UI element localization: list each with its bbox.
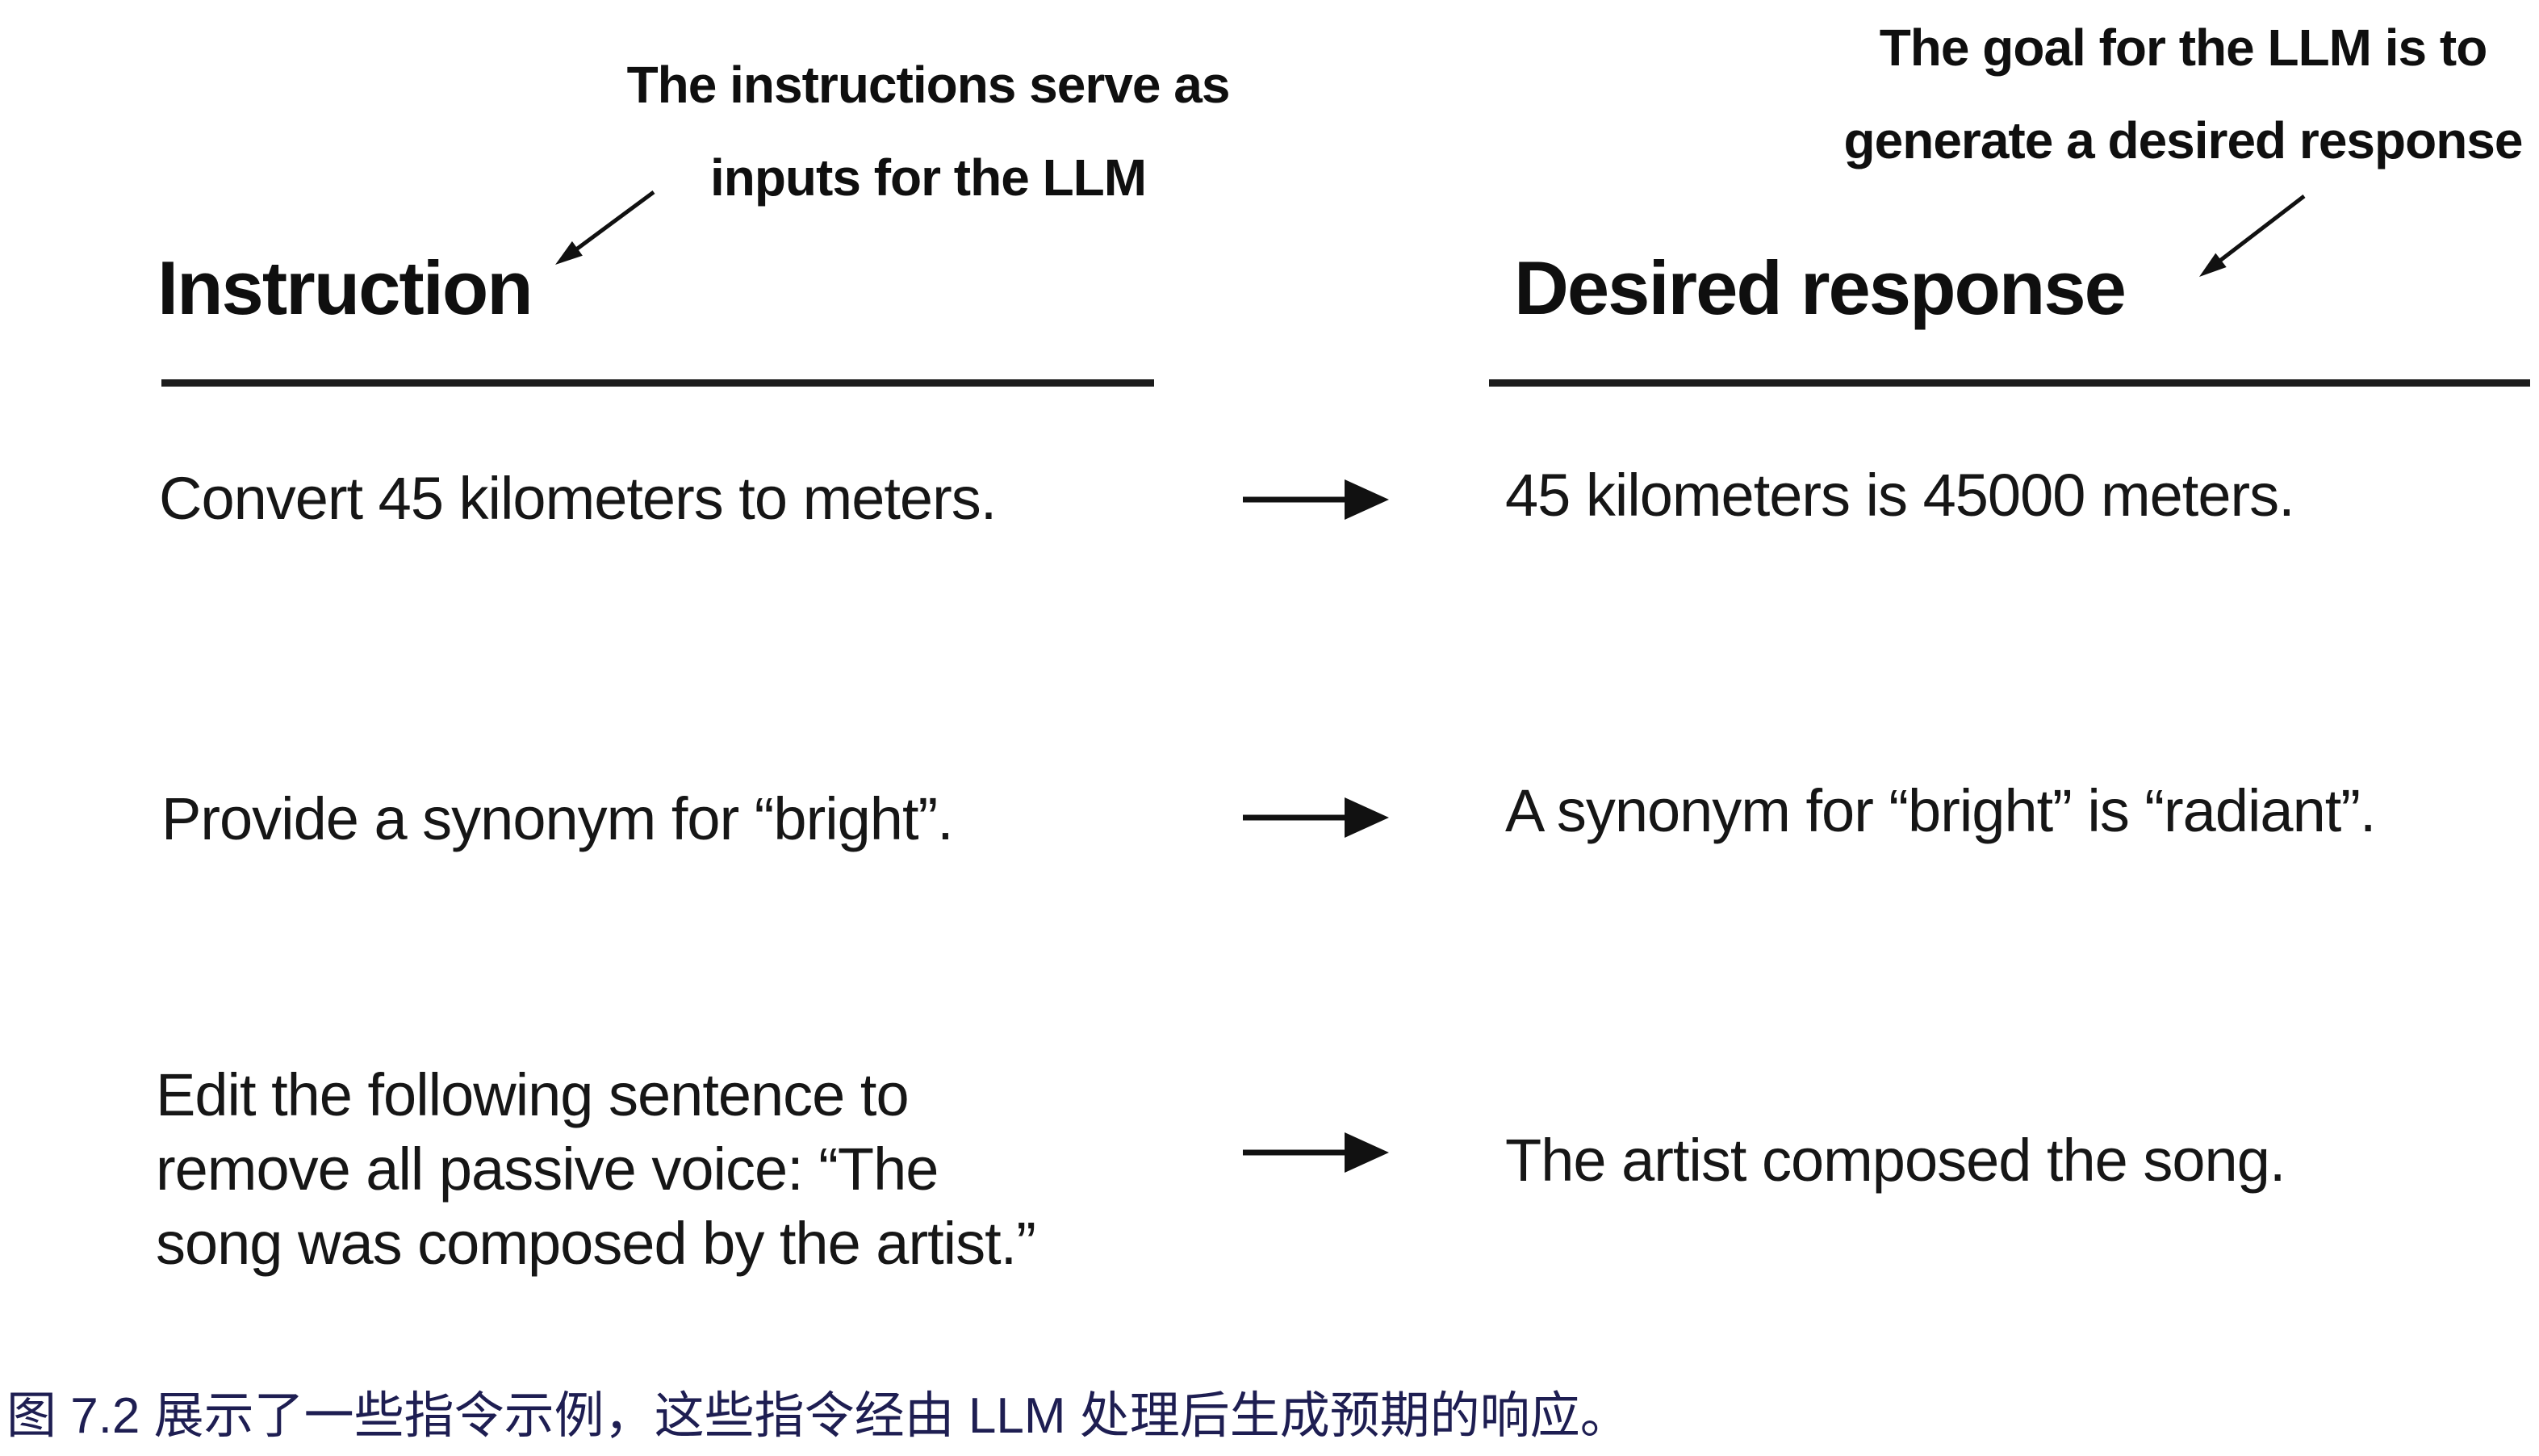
instruction-cell: Edit the following sentence to remove al…: [156, 1061, 1036, 1277]
annotation-goal: The goal for the LLM is to generate a de…: [1832, 2, 2534, 187]
annotation-arrow-left-icon: [555, 190, 655, 265]
figure-caption: 图 7.2 展示了一些指令示例，这些指令经由 LLM 处理后生成预期的响应。: [6, 1388, 1630, 1444]
arrow-right-icon: [1243, 479, 1389, 520]
response-cell: The artist composed the song.: [1505, 1127, 2286, 1194]
response-cell: 45 kilometers is 45000 meters.: [1505, 462, 2295, 529]
instruction-cell: Convert 45 kilometers to meters.: [159, 465, 997, 532]
response-cell: A synonym for “bright” is “radiant”.: [1505, 777, 2376, 844]
column-header-instruction: Instruction: [157, 245, 533, 330]
column-header-desired-response: Desired response: [1514, 245, 2127, 330]
arrow-right-icon: [1243, 797, 1389, 838]
instruction-cell: Provide a synonym for “bright”.: [161, 785, 954, 852]
annotation-arrow-right-icon: [2199, 195, 2306, 277]
instruction-header-rule: [161, 379, 1154, 387]
annotation-instructions: The instructions serve as inputs for the…: [565, 39, 1291, 224]
annotation-instructions-line1: The instructions serve as: [626, 56, 1231, 114]
annotation-goal-line1: The goal for the LLM is to: [1879, 19, 2488, 77]
desired-response-header-rule: [1489, 379, 2530, 387]
arrow-right-icon: [1243, 1132, 1389, 1173]
annotation-goal-line2: generate a desired response: [1843, 111, 2524, 169]
annotation-instructions-line2: inputs for the LLM: [709, 149, 1147, 207]
